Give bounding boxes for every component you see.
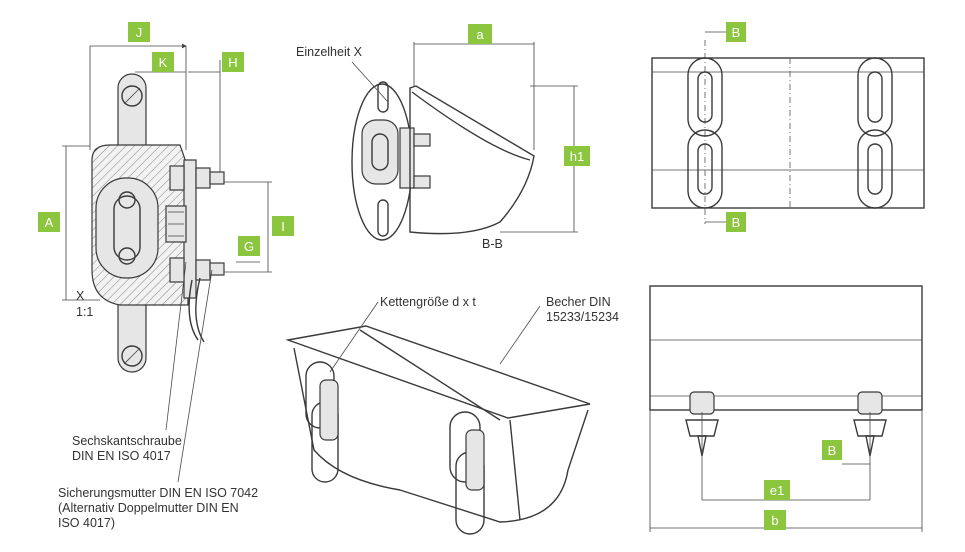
section-tag-B-bottom: B	[726, 212, 746, 232]
svg-text:a: a	[476, 27, 484, 42]
hex-screw-standard: DIN EN ISO 4017	[72, 449, 171, 463]
dim-tag-I: I	[272, 216, 294, 236]
dim-tag-B-front: B	[822, 440, 842, 460]
dim-tag-h1: h1	[564, 146, 590, 166]
dim-tag-J: J	[128, 22, 150, 42]
section-tag-B-top: B	[726, 22, 746, 42]
top-view-outline	[651, 57, 925, 209]
bucket-rim	[285, 325, 591, 419]
detail-x-view	[62, 43, 272, 483]
detail-scale: 1:1	[76, 305, 93, 319]
front-view-outline	[649, 285, 923, 411]
detail-x-mark: X	[76, 289, 85, 303]
svg-text:h1: h1	[570, 149, 584, 164]
bucket-standard-label: 15233/15234	[546, 310, 619, 324]
dim-tag-b: b	[764, 510, 786, 530]
svg-text:H: H	[228, 55, 237, 70]
upper-bolt	[169, 165, 225, 191]
section-bb-view	[351, 42, 578, 241]
dim-tag-H: H	[222, 52, 244, 72]
dim-tag-K: K	[152, 52, 174, 72]
svg-text:J: J	[136, 25, 143, 40]
front-view	[649, 285, 923, 532]
detail-x-label: Einzelheit X	[296, 45, 363, 59]
svg-text:B: B	[828, 443, 837, 458]
lock-nut-alt-standard: ISO 4017)	[58, 516, 115, 530]
section-label: B-B	[482, 237, 503, 251]
svg-text:B: B	[732, 25, 741, 40]
dim-tag-A: A	[38, 212, 60, 232]
lock-nut-alt-label: (Alternativ Doppelmutter DIN EN	[58, 501, 239, 515]
lower-bolt	[169, 257, 225, 283]
bucket-section-profile	[409, 85, 535, 235]
lock-nut-label: Sicherungsmutter DIN EN ISO 7042	[58, 486, 258, 500]
svg-text:e1: e1	[770, 483, 784, 498]
svg-text:b: b	[771, 513, 778, 528]
dim-tag-a: a	[468, 24, 492, 44]
dim-tag-G: G	[238, 236, 260, 256]
bucket-label: Becher DIN	[546, 295, 611, 309]
dim-tag-e1: e1	[764, 480, 790, 500]
chain-size-label: Kettengröße d x t	[380, 295, 476, 309]
top-view	[651, 31, 925, 224]
svg-text:I: I	[281, 219, 285, 234]
isometric-bucket-view	[285, 301, 591, 535]
svg-text:K: K	[159, 55, 168, 70]
svg-text:B: B	[732, 215, 741, 230]
svg-text:G: G	[244, 239, 254, 254]
hex-screw-label: Sechskantschraube	[72, 434, 182, 448]
center-chain-link	[95, 177, 159, 279]
svg-text:A: A	[45, 215, 54, 230]
